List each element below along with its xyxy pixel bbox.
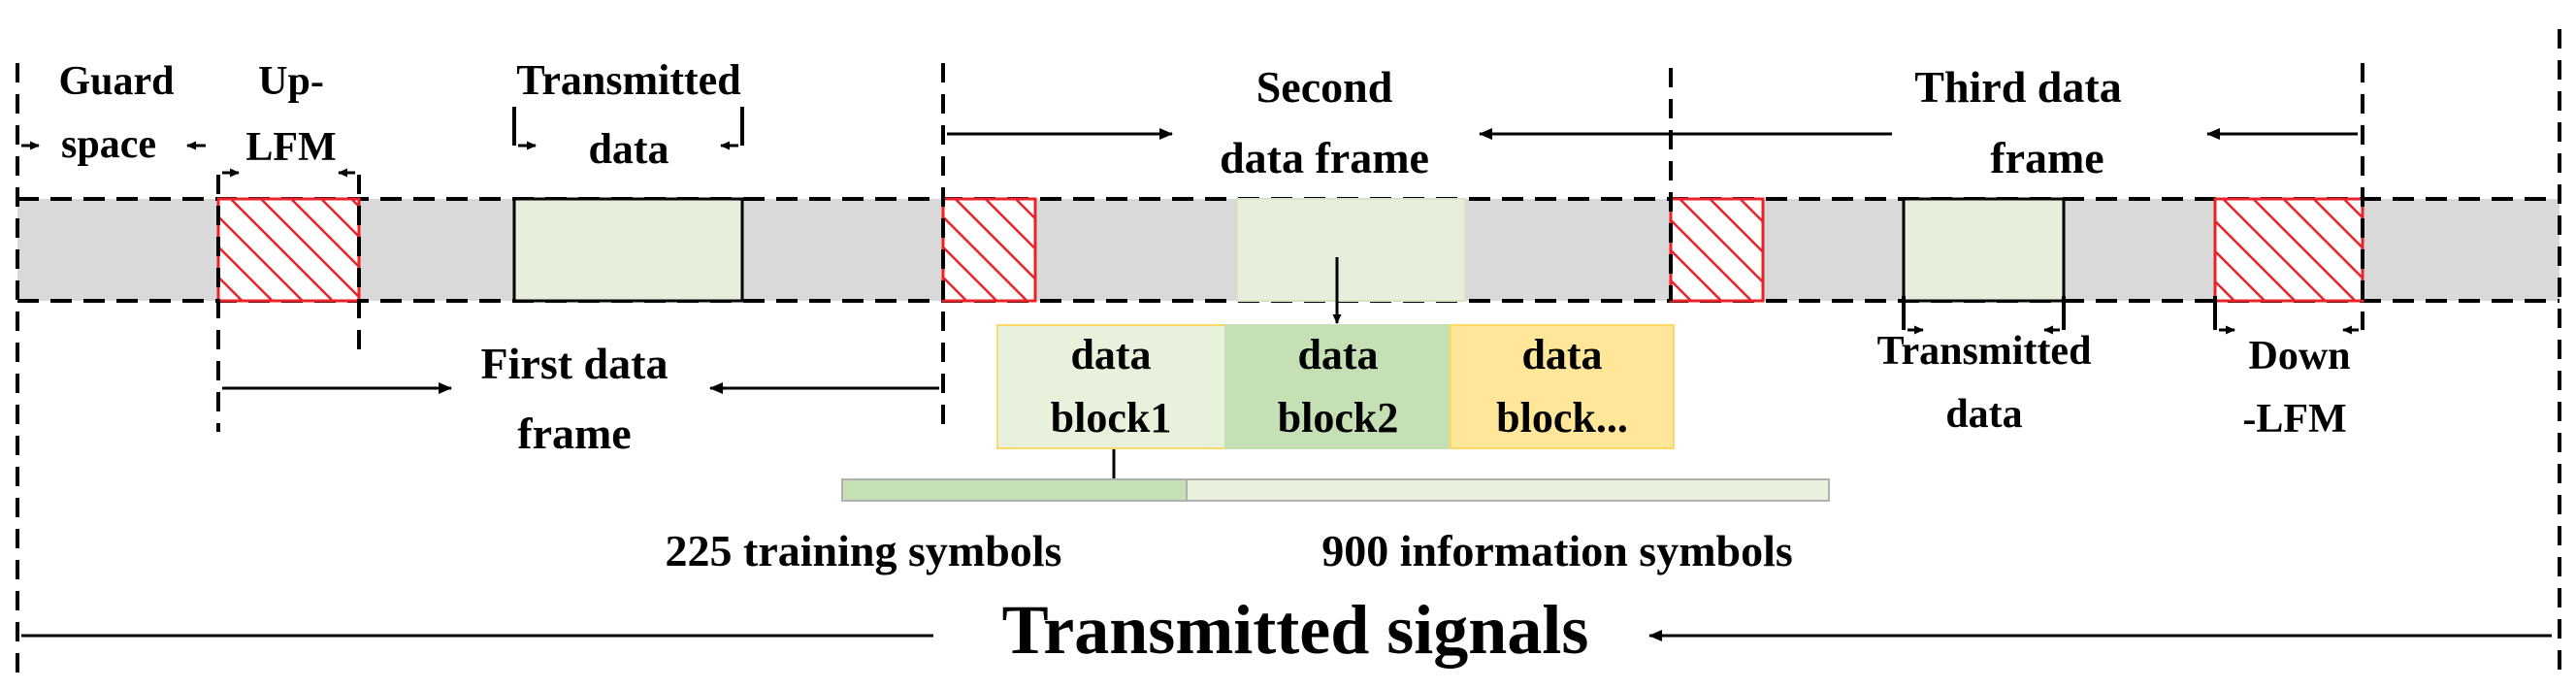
symbol-bar: [841, 478, 1830, 502]
down-lfm-label-2: -LFM: [2242, 397, 2346, 442]
transmitted-data-label-top-2: data: [588, 125, 668, 173]
guard-space-label-2: space: [61, 122, 156, 167]
down-lfm-block: [2213, 197, 2364, 303]
transmitted-signals-label: Transmitted signals: [1002, 591, 1589, 669]
data-block-2-line2: block2: [1278, 394, 1399, 442]
data-block-3-line1: data: [1521, 331, 1602, 378]
information-symbols-bar: [1186, 478, 1830, 502]
dimension-arrows: [21, 128, 2552, 641]
up-lfm-block: [216, 197, 361, 303]
up-lfm-label-1: Up-: [258, 59, 324, 104]
data-block-1-line2: block1: [1051, 394, 1172, 442]
down-lfm-label-1: Down: [2248, 334, 2350, 378]
data-blocks: data block1 data block2 data block...: [996, 324, 1675, 449]
information-symbols-label: 900 information symbols: [1321, 526, 1793, 575]
labels: Guard space Up- LFM Transmitted data Sec…: [58, 56, 2350, 669]
data-block-3-line2: block...: [1496, 394, 1628, 442]
transmitted-data-label-bottom-2: data: [1945, 392, 2022, 437]
frame-boundaries: [16, 29, 2561, 679]
guard-space-label-1: Guard: [58, 59, 174, 104]
first-frame-label-1: First data: [481, 339, 668, 388]
third-frame-label-2: frame: [1990, 133, 2103, 182]
second-frame-label-2: data frame: [1220, 133, 1429, 182]
transmitted-data-label-top-1: Transmitted: [516, 56, 740, 104]
lfm-block-3: [1669, 197, 1765, 303]
training-symbols-label: 225 training symbols: [666, 526, 1062, 575]
transmitted-data-block-2: [1236, 198, 1466, 302]
data-block-2: [1224, 324, 1451, 449]
transmitted-data-block-3: [1902, 197, 2066, 303]
first-frame-label-2: frame: [517, 409, 631, 458]
transmitted-data-block-1: [512, 197, 744, 303]
second-frame-label-1: Second: [1256, 62, 1393, 112]
data-block-1: [996, 324, 1226, 449]
data-block-2-line1: data: [1297, 331, 1378, 378]
data-block-3: [1450, 324, 1675, 449]
up-lfm-label-2: LFM: [245, 125, 336, 170]
third-frame-label-1: Third data: [1914, 62, 2121, 112]
training-symbols-bar: [841, 478, 1188, 502]
lfm-block-2: [941, 197, 1037, 303]
transmitted-data-label-bottom-1: Transmitted: [1877, 329, 2092, 374]
data-block-1-line1: data: [1070, 331, 1151, 378]
